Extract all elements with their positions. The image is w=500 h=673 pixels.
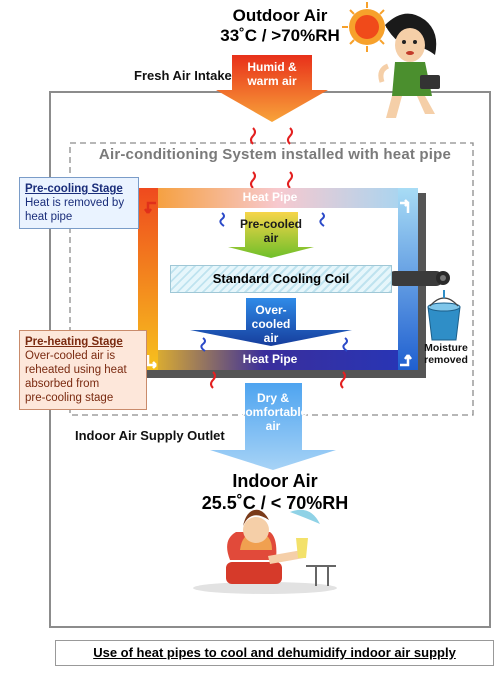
sun-icon [342,2,392,52]
preheating-stage-note: Pre-heating Stage Over-cooled air is reh… [19,330,147,410]
precooled-air-label: Pre-cooled air [238,217,304,245]
preheating-line1: Over-cooled air is [25,350,116,362]
system-dashed-box [69,142,474,416]
preheating-line2: reheated using heat [25,364,127,376]
humid-air-line1: Humid & [247,60,297,74]
dry-line2: comfortable [238,405,308,419]
moisture-removed-label: Moisture removed [420,342,472,366]
dry-air-label: Dry & comfortable air [238,391,308,433]
preheating-line3: absorbed from [25,378,100,390]
precooling-line2: heat pipe [25,211,73,223]
heat-pipe-bottom-label: Heat Pipe [242,352,298,366]
dry-line3: air [265,419,281,433]
outdoor-air-title: Outdoor Air 33˚C / >70%RH [200,6,360,46]
overcooled-air-label: Over-cooled air [238,303,304,345]
corner-arrows [144,199,412,369]
bucket-icon [427,290,461,341]
heat-pipe-top [138,188,418,208]
precooled-line2: air [263,231,279,245]
precooling-heading: Pre-cooling Stage [25,183,123,195]
system-title: Air-conditioning System installed with h… [98,146,452,163]
humid-air-label: Humid & warm air [232,60,312,88]
humid-air-line2: warm air [247,74,297,88]
overcooled-air-arrow [190,298,352,346]
precooled-line1: Pre-cooled [239,217,302,231]
moisture-line2: removed [424,354,468,366]
precooling-line1: Heat is removed by [25,197,125,209]
cool-squiggles-bottom [200,337,348,352]
preheating-line4: pre-cooling stage [25,392,114,404]
indoor-air-label: Indoor Air [232,471,318,491]
figure-caption: Use of heat pipes to cool and dehumidify… [55,640,494,666]
cool-squiggles-top [219,212,325,227]
heat-pipe-left [138,188,158,370]
standard-cooling-coil: Standard Cooling Coil [170,265,392,293]
hot-person-illustration [378,13,440,118]
dry-line1: Dry & [256,391,289,405]
heat-squiggles-top [250,127,293,189]
overcooled-line2: air [263,331,279,345]
overcooled-line1: Over-cooled [251,303,291,331]
precooling-stage-note: Pre-cooling Stage Heat is removed by hea… [19,177,139,229]
heat-pipe-bottom [138,350,418,370]
indoor-air-title: Indoor Air 25.5˚C / < 70%RH [190,470,360,514]
heat-squiggles-bottom [210,371,346,389]
drain-pipe [388,271,443,286]
outdoor-air-label: Outdoor Air [232,6,328,25]
precooled-air-arrow [228,212,314,258]
indoor-supply-outlet-label: Indoor Air Supply Outlet [75,428,225,443]
moisture-line1: Moisture [424,342,468,354]
dry-air-arrow [210,383,336,470]
outdoor-air-condition: 33˚C / >70%RH [220,26,340,45]
humid-air-arrow [216,55,328,122]
heat-pipe-top-label: Heat Pipe [242,190,298,204]
fresh-air-intake-label: Fresh Air Intake [134,68,232,83]
relaxed-person-illustration [193,509,337,594]
preheating-heading: Pre-heating Stage [25,336,123,348]
indoor-air-condition: 25.5˚C / < 70%RH [201,493,349,513]
